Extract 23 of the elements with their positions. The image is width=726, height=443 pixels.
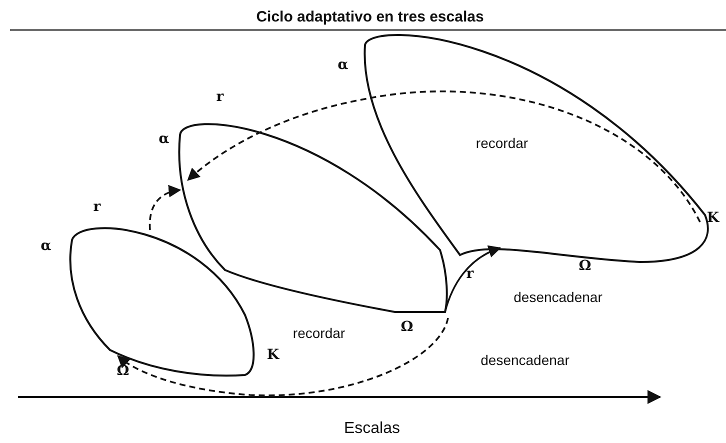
phase-label: Ω: [116, 363, 130, 379]
axis-label: Escalas: [344, 420, 400, 438]
diagram-title: Ciclo adaptativo en tres escalas: [256, 8, 484, 26]
phase-label: α: [40, 238, 52, 254]
arrow: [444, 246, 502, 312]
annotation-label: desencadenar: [514, 289, 602, 305]
arrow: [148, 185, 182, 230]
adaptive-cycle-loop: [178, 123, 448, 313]
phase-label: r: [466, 266, 474, 282]
phase-label: r: [216, 89, 224, 105]
annotation-label: desencadenar: [480, 352, 570, 368]
phase-label: r: [93, 199, 101, 215]
phase-label: α: [158, 131, 170, 147]
phase-label: Ω: [400, 319, 414, 335]
annotation-label: recordar: [476, 135, 528, 151]
adaptive-cycle-loop: [69, 227, 255, 377]
phase-label: Ω: [578, 258, 592, 274]
phase-label: K: [266, 347, 280, 363]
arrow: [187, 90, 701, 222]
annotation-label: recordar: [292, 325, 346, 341]
phase-label: α: [338, 57, 348, 73]
arrow: [117, 318, 449, 396]
phase-label: K: [706, 210, 720, 226]
